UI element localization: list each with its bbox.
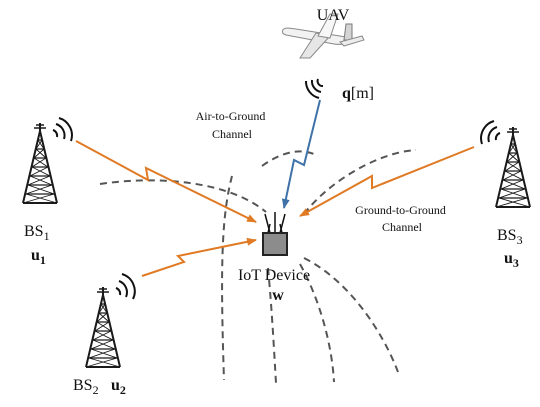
link-uav-to-iot [281,99,321,209]
ground-to-ground-line1: Ground-to-Ground [355,203,446,217]
signal-waves-icon [480,120,501,145]
iot-position: w [272,287,284,304]
iot-label: IoT Device [238,267,310,284]
uav-label: UAV [317,7,350,24]
bs3-position: u3 [504,250,519,270]
signal-waves-icon [52,117,73,142]
ground-to-ground-line2: Channel [382,220,423,234]
bs1-position: u1 [31,247,46,267]
link-bs1-to-iot [75,140,257,223]
ground-links [75,140,475,277]
bs2-label: BS2 [73,377,99,397]
uav-icon [281,13,365,59]
air-to-ground-line2: Channel [212,127,253,141]
tower-icon [85,286,121,368]
signal-waves-icon [304,78,324,99]
coverage-contour [303,149,417,215]
link-bs3-to-iot [299,146,475,217]
link-bs2-to-iot [141,237,257,277]
uav-position: q[m] [342,85,374,102]
bs1-tower [22,117,73,204]
antenna-icon [264,212,286,234]
bs2-tower [85,273,136,368]
iot-device-icon [262,212,288,256]
air-to-ground-label: Air-to-Ground Channel [196,109,269,141]
coverage-contour [299,263,335,383]
tower-icon [495,126,531,208]
bs3-tower [480,120,531,208]
coverage-contour [267,267,277,384]
bs2-position: u2 [111,377,126,397]
tower-icon [22,122,58,204]
bs1-label: BS1 [24,223,50,243]
air-to-ground-line1: Air-to-Ground [196,109,266,123]
signal-waves-icon [115,273,136,300]
bs3-label: BS3 [497,227,523,247]
ground-to-ground-label: Ground-to-Ground Channel [355,203,449,234]
coverage-contour [261,150,319,167]
coverage-contour [303,257,399,373]
